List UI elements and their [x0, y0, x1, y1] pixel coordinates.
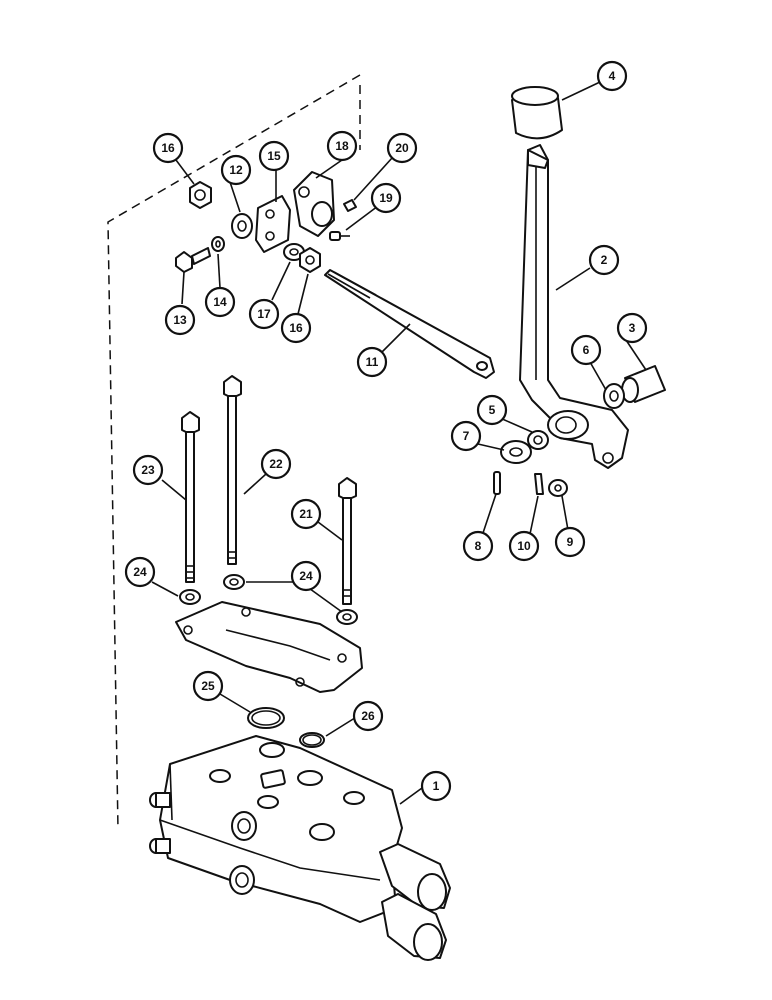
svg-text:2: 2	[601, 253, 608, 267]
svg-text:23: 23	[141, 463, 155, 477]
svg-text:17: 17	[257, 307, 271, 321]
callout-14: 14	[204, 286, 236, 318]
callout-12: 12	[220, 154, 252, 186]
part-swivel-block	[293, 171, 335, 237]
svg-text:24: 24	[299, 569, 313, 583]
part-bolt-13	[175, 247, 211, 273]
svg-text:22: 22	[269, 457, 283, 471]
callout-6: 6	[570, 334, 602, 366]
svg-text:16: 16	[289, 321, 303, 335]
callout-9: 9	[554, 526, 586, 558]
part-washers-24	[179, 574, 358, 625]
part-spacer-12	[231, 213, 253, 239]
part-cotter-pin	[534, 473, 544, 495]
callout-8: 8	[462, 530, 494, 562]
part-o-ring-25	[247, 707, 285, 729]
callout-16-lower: 16	[280, 312, 312, 344]
svg-text:13: 13	[173, 313, 187, 327]
callout-4: 4	[596, 60, 628, 92]
callout-22: 22	[260, 448, 292, 480]
svg-text:10: 10	[517, 539, 531, 553]
svg-text:25: 25	[201, 679, 215, 693]
part-cover-plate	[175, 601, 363, 693]
svg-text:16: 16	[161, 141, 175, 155]
part-bracket-15	[255, 195, 291, 253]
svg-text:8: 8	[475, 539, 482, 553]
callout-24-left: 24	[124, 556, 156, 588]
callout-23: 23	[132, 454, 164, 486]
part-set-screw	[329, 231, 350, 241]
part-long-bolt-22	[223, 375, 242, 565]
svg-text:7: 7	[463, 429, 470, 443]
svg-text:21: 21	[299, 507, 313, 521]
part-washer-6	[603, 383, 625, 409]
callout-3: 3	[616, 312, 648, 344]
svg-text:14: 14	[213, 295, 227, 309]
part-bushing	[621, 365, 666, 403]
callout-13: 13	[164, 304, 196, 336]
svg-text:26: 26	[361, 709, 375, 723]
svg-text:3: 3	[629, 321, 636, 335]
leader-lines	[151, 81, 647, 805]
callout-11: 11	[356, 346, 388, 378]
callout-19: 19	[370, 182, 402, 214]
part-lever-arm	[519, 144, 629, 469]
callout-24-right: 24	[290, 560, 322, 592]
callout-21: 21	[290, 498, 322, 530]
part-pin-8	[493, 471, 501, 495]
part-valve-body	[149, 735, 451, 961]
part-o-ring-26	[299, 732, 325, 748]
svg-text:4: 4	[609, 69, 616, 83]
callout-26: 26	[352, 700, 384, 732]
svg-text:6: 6	[583, 343, 590, 357]
svg-text:15: 15	[267, 149, 281, 163]
part-long-bolt-23	[181, 411, 200, 583]
callout-17: 17	[248, 298, 280, 330]
svg-text:19: 19	[379, 191, 393, 205]
part-washer-5	[527, 430, 549, 450]
part-washer-9	[548, 479, 568, 497]
svg-text:5: 5	[489, 403, 496, 417]
svg-text:20: 20	[395, 141, 409, 155]
svg-text:12: 12	[229, 163, 243, 177]
part-washer-7	[500, 440, 532, 464]
svg-text:11: 11	[366, 355, 379, 369]
part-knob	[511, 86, 563, 140]
svg-text:24: 24	[133, 565, 147, 579]
callout-18: 18	[326, 130, 358, 162]
part-bolt-21	[338, 477, 357, 605]
svg-text:18: 18	[335, 139, 349, 153]
callout-25: 25	[192, 670, 224, 702]
part-key-20	[343, 199, 357, 212]
part-washer-14	[211, 236, 225, 252]
part-nut-16-lower	[299, 247, 321, 273]
callout-15: 15	[258, 140, 290, 172]
svg-text:9: 9	[567, 535, 574, 549]
callout-20: 20	[386, 132, 418, 164]
callout-5: 5	[476, 394, 508, 426]
callout-16-top: 16	[152, 132, 184, 164]
callout-10: 10	[508, 530, 540, 562]
dashed-assembly-outline	[107, 74, 361, 831]
svg-text:1: 1	[433, 779, 440, 793]
callout-2: 2	[588, 244, 620, 276]
callout-1: 1	[420, 770, 452, 802]
part-nut-16-top	[189, 181, 212, 209]
callout-7: 7	[450, 420, 482, 452]
